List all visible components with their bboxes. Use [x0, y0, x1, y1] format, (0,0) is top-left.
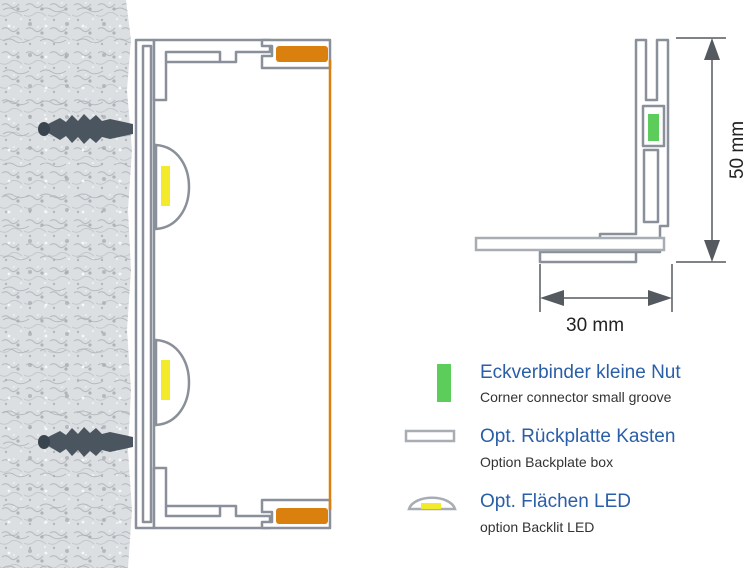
led-swatch [407, 496, 457, 511]
detail-profile-section [538, 38, 670, 264]
legend-led-subtitle: option Backlit LED [480, 519, 595, 535]
detail-backplate [474, 236, 666, 252]
wall-texture [0, 0, 132, 568]
led-module-bottom [154, 338, 191, 427]
main-profile-section [134, 38, 332, 530]
legend-led-title: Opt. Flächen LED [480, 491, 632, 512]
wall-anchor-bottom [38, 427, 133, 457]
backplate-inner [141, 44, 153, 524]
bottom-flange [152, 466, 272, 530]
orange-rail-top [276, 46, 328, 62]
width-dimension-label: 30 mm [566, 315, 625, 336]
legend-connector-subtitle: Corner connector small groove [480, 389, 672, 405]
detail-corner-connector [648, 114, 659, 141]
led-module-top [154, 143, 191, 231]
dimension-width [539, 264, 673, 312]
top-flange [152, 38, 272, 102]
height-dimension-label: 50 mm [727, 120, 749, 180]
wall-anchor-top [38, 114, 133, 144]
legend-backplate-subtitle: Option Backplate box [480, 454, 614, 470]
legend-backplate-title: Opt. Rückplatte Kasten [480, 426, 676, 447]
legend-connector-title: Eckverbinder kleine Nut [480, 362, 681, 383]
green-connector-swatch [437, 364, 451, 402]
backplate-swatch [404, 429, 456, 443]
detail-inner-channel [642, 148, 660, 224]
orange-rail-set [276, 46, 332, 524]
orange-rail-bottom [276, 508, 328, 524]
dimension-height [676, 37, 726, 263]
